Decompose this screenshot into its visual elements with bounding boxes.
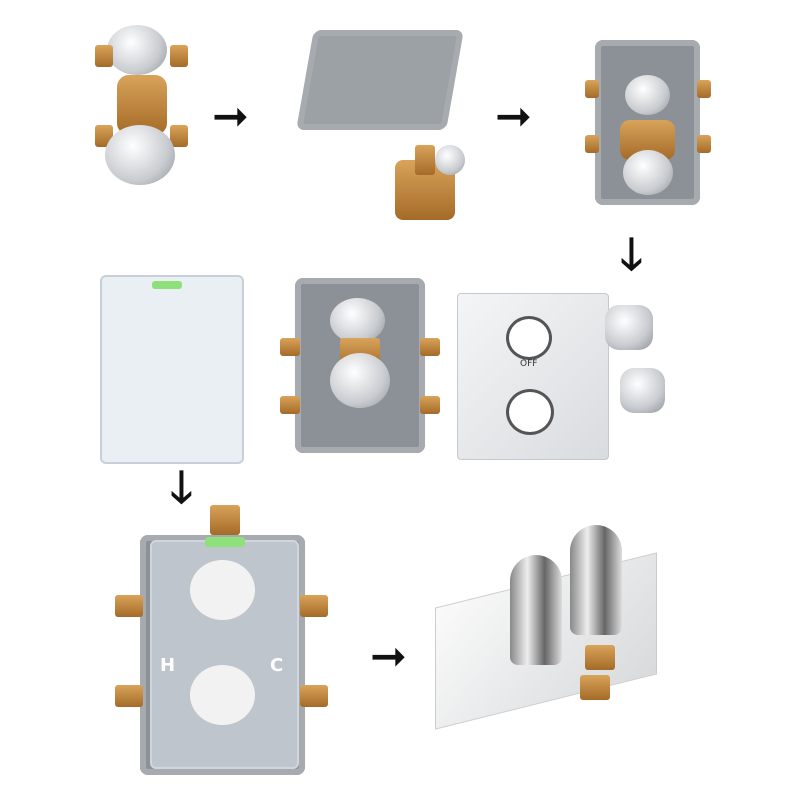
arrow-down-icon: 🡓 bbox=[170, 462, 193, 513]
protective-cover-image bbox=[100, 275, 244, 464]
arrow-right-icon: ➞ bbox=[212, 91, 249, 142]
hot-label: H bbox=[160, 655, 176, 676]
arrow-right-icon: ➞ bbox=[495, 91, 532, 142]
valve-installed-image bbox=[585, 40, 715, 220]
cold-label: C bbox=[270, 655, 284, 676]
box-with-cover-image: H C bbox=[115, 505, 330, 795]
embedded-box-image bbox=[295, 20, 470, 225]
off-label: OFF bbox=[520, 359, 538, 369]
finished-mixer-image bbox=[425, 520, 670, 750]
handles-image bbox=[600, 300, 665, 420]
box-with-valve-image bbox=[280, 278, 440, 468]
valve-body-image bbox=[95, 25, 190, 195]
cover-plate-image: OFF bbox=[457, 293, 609, 460]
arrow-down-icon: 🡓 bbox=[620, 229, 643, 280]
arrow-right-icon: ➞ bbox=[370, 631, 407, 682]
